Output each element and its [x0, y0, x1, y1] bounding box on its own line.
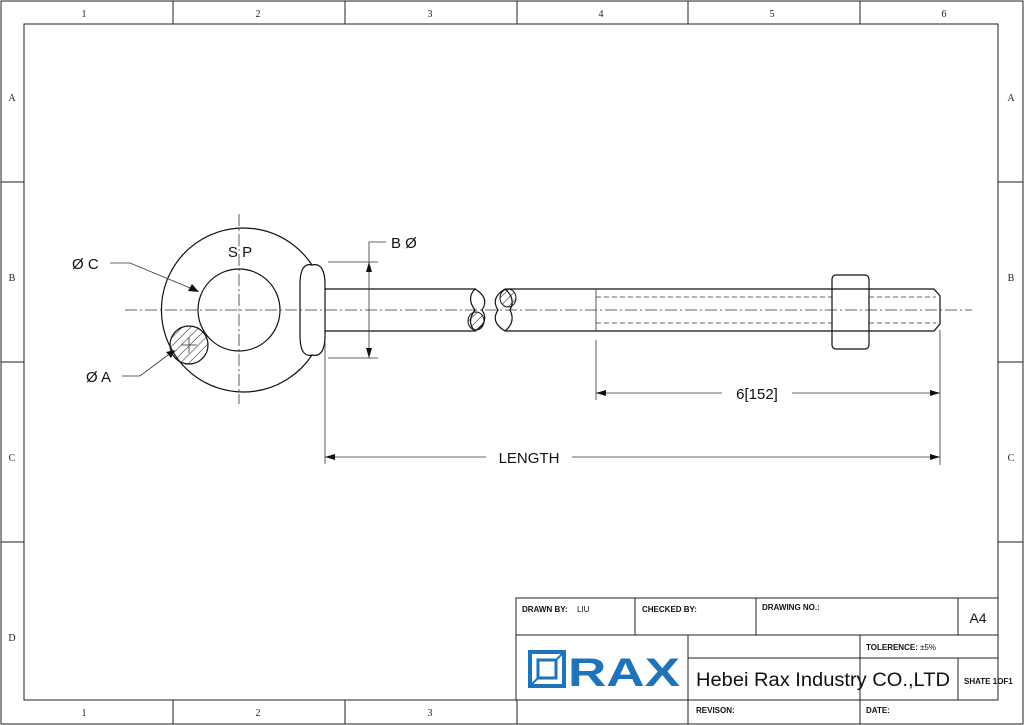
- zone-row-d-left: D: [8, 633, 15, 644]
- zone-row-b-right: B: [1008, 273, 1015, 284]
- thread-end: [869, 288, 941, 332]
- company-name: Hebei Rax Industry CO.,LTD: [696, 670, 950, 691]
- collar: [299, 264, 326, 356]
- logo-text: RAX: [568, 651, 680, 695]
- zone-col-3-bottom: 3: [428, 708, 433, 719]
- zone-row-c-right: C: [1008, 453, 1015, 464]
- tolerance-value: ±5%: [920, 643, 936, 652]
- inner-frame: [23, 23, 999, 701]
- dim-length: [324, 340, 940, 464]
- label-c-diameter: Ø C: [72, 256, 99, 273]
- zone-col-6-top: 6: [942, 9, 947, 20]
- zone-row-c-left: C: [9, 453, 16, 464]
- zone-col-5-top: 5: [770, 9, 775, 20]
- eye-outline: [160, 227, 313, 393]
- label-b-diameter: B Ø: [391, 235, 417, 252]
- zone-col-1-top: 1: [82, 9, 87, 20]
- label-a-diameter: Ø A: [86, 369, 111, 386]
- sheet-number: SHATE 1OF1: [964, 677, 1013, 686]
- revision-label: REVISON:: [696, 706, 735, 715]
- zone-col-3-top: 3: [428, 9, 433, 20]
- dim-length-label: LENGTH: [499, 450, 560, 467]
- label-sp: S P: [228, 244, 252, 261]
- drawn-by-value: LIU: [577, 605, 590, 614]
- break-hatch-bottom: [467, 311, 485, 331]
- zone-row-b-left: B: [9, 273, 16, 284]
- zone-row-a-left: A: [8, 93, 16, 104]
- drawn-by-label: DRAWN BY:: [522, 605, 568, 614]
- dim-thread: [595, 330, 941, 465]
- title-block-grid: [515, 597, 999, 724]
- checked-by-label: CHECKED BY:: [642, 605, 697, 614]
- zone-col-2-bottom: 2: [256, 708, 261, 719]
- drawing-no-label: DRAWING NO.:: [762, 603, 820, 612]
- date-label: DATE:: [866, 706, 890, 715]
- dim-b: [328, 241, 386, 359]
- leader-c: [110, 262, 199, 292]
- sheet-size: A4: [969, 610, 986, 626]
- zone-row-a-right: A: [1007, 93, 1015, 104]
- zone-col-2-top: 2: [256, 9, 261, 20]
- tolerance-label: TOLERENCE:: [866, 643, 918, 652]
- eye-hole: [197, 268, 281, 352]
- shank-right: [504, 288, 832, 332]
- dim-thread-value: 6[152]: [736, 386, 778, 403]
- leader-a: [122, 350, 175, 377]
- hex-nut: [831, 274, 870, 350]
- zone-col-1-bottom: 1: [82, 708, 87, 719]
- zone-col-4-top: 4: [599, 9, 604, 20]
- rax-logo: [528, 650, 566, 688]
